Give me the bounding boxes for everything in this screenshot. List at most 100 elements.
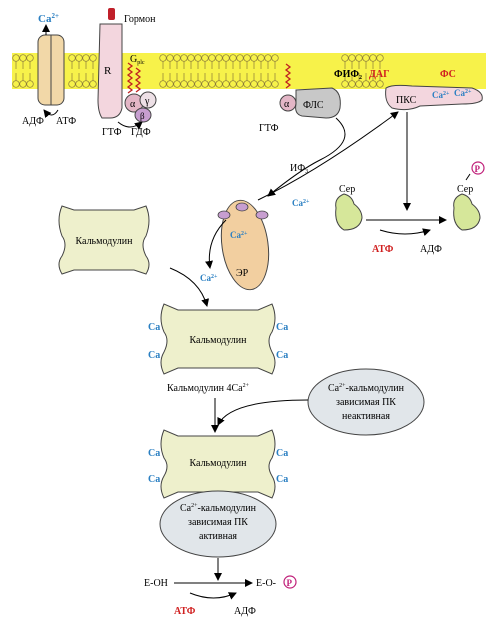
lipid-head — [159, 54, 167, 62]
lipid-head — [369, 80, 377, 88]
lipid-head — [159, 80, 167, 88]
ip3-arrow — [267, 117, 346, 197]
lipid-head — [75, 54, 83, 62]
lipid-head — [355, 80, 363, 88]
lipid-head — [376, 54, 384, 62]
lipid-head — [89, 54, 97, 62]
lipid-head — [250, 80, 258, 88]
pk-active-line2: зависимая ПК — [188, 517, 248, 528]
lipid-head — [180, 80, 188, 88]
lipid-head — [82, 80, 90, 88]
lipid-head — [229, 80, 237, 88]
lipid-head — [173, 54, 181, 62]
atp-adp-right-arrow — [379, 228, 431, 236]
pk-inactive-line1: Ca2+-кальмодулин — [328, 383, 405, 394]
ca-released-label: Ca2+ — [200, 273, 218, 283]
e-o-label: Е-О- — [256, 578, 276, 589]
adp-right-label: АДФ — [420, 244, 442, 255]
ca-cm2-1: Ca — [148, 322, 160, 333]
lipid-head — [12, 80, 20, 88]
lipid-head — [362, 80, 370, 88]
phosphate-bottom — [283, 575, 297, 589]
lipid-head — [215, 54, 223, 62]
adp-left-label: АДФ — [22, 116, 44, 127]
endoplasmic-reticulum — [217, 199, 270, 291]
lipid-head — [194, 80, 202, 88]
er-ca-label: Ca2+ — [230, 230, 248, 240]
gtp-mid-label: ГТФ — [259, 123, 279, 134]
lipid-head — [348, 54, 356, 62]
lipid-head — [68, 54, 76, 62]
pk-inactive-line3: неактивная — [342, 411, 390, 422]
ca-er-out-label: Ca2+ — [292, 198, 310, 208]
lipid-head — [236, 54, 244, 62]
fs-label: ФС — [440, 69, 456, 80]
calmodulin-4ca — [160, 303, 276, 375]
lipid-head — [376, 80, 384, 88]
lipid-head — [166, 80, 174, 88]
lipid-head — [215, 80, 223, 88]
er-label: ЭР — [236, 268, 249, 279]
lipid-head — [250, 54, 258, 62]
ser-left-label: Сер — [339, 184, 355, 195]
pkc-label: ПКС — [396, 95, 417, 106]
g-alpha-label: α — [130, 99, 136, 110]
calmodulin-4ca-inner-label: Кальмодулин — [190, 335, 248, 346]
atp-right-label: АТФ — [372, 244, 394, 255]
pk-active-line1: Ca2+-кальмодулин — [180, 503, 257, 514]
pk-inactive — [307, 368, 425, 436]
lipid-head — [187, 54, 195, 62]
lipid-head — [89, 80, 97, 88]
gtp-left-label: ГТФ — [102, 127, 122, 138]
zigzag-gplc-2 — [134, 67, 142, 93]
lipid-head — [243, 80, 251, 88]
ser-phosphorylated — [453, 193, 481, 231]
lipid-head — [257, 54, 265, 62]
phosphate-bottom-label: P — [287, 578, 293, 588]
adp-bottom-label: АДФ — [234, 606, 256, 617]
lipid-head — [194, 54, 202, 62]
hormone — [108, 8, 115, 20]
cell-membrane — [12, 53, 486, 89]
lipid-head — [229, 54, 237, 62]
pk-active — [159, 490, 277, 558]
lipid-head — [236, 80, 244, 88]
lipid-head — [271, 54, 279, 62]
atp-adp-bottom-arrow — [189, 592, 237, 600]
zigzag-gplc — [126, 62, 134, 94]
lipid-head — [222, 54, 230, 62]
pk-inactive-line2: зависимая ПК — [336, 397, 396, 408]
gtp-gdp-arrow — [117, 121, 143, 130]
gplc-label: Gplc — [130, 54, 145, 66]
pk-active-line3: активная — [199, 531, 237, 542]
pkc-enzyme — [385, 84, 483, 111]
lipid-head — [222, 80, 230, 88]
lipid-head — [12, 54, 20, 62]
lipid-head — [173, 80, 181, 88]
lipid-head — [243, 54, 251, 62]
membrane-bottom-heads — [12, 80, 384, 88]
membrane-tails — [15, 61, 381, 81]
lipid-head — [187, 80, 195, 88]
lipid-head — [26, 80, 34, 88]
lipid-head — [26, 54, 34, 62]
lipid-head — [180, 54, 188, 62]
phosphate-right — [471, 161, 485, 175]
lipid-head — [341, 80, 349, 88]
ca-to-pkc-arrow — [257, 111, 399, 201]
calmodulin-4ca-label: Кальмодулин 4Ca2+ — [167, 383, 250, 394]
lipid-head — [257, 80, 265, 88]
lipid-head — [201, 54, 209, 62]
flc-label: ФЛС — [303, 100, 324, 111]
lipid-head — [341, 54, 349, 62]
hormone-label: Гормон — [124, 14, 156, 25]
ca-pkc-label-2: Ca2+ — [454, 88, 472, 98]
ca-top-label: Ca2+ — [38, 12, 59, 25]
ca-cm2-3: Ca — [276, 322, 288, 333]
calmodulin-free — [58, 205, 150, 275]
ca-cm3-2: Ca — [148, 474, 160, 485]
lipid-head — [208, 54, 216, 62]
lipid-head — [348, 80, 356, 88]
ser-right-label: Сер — [457, 184, 473, 195]
